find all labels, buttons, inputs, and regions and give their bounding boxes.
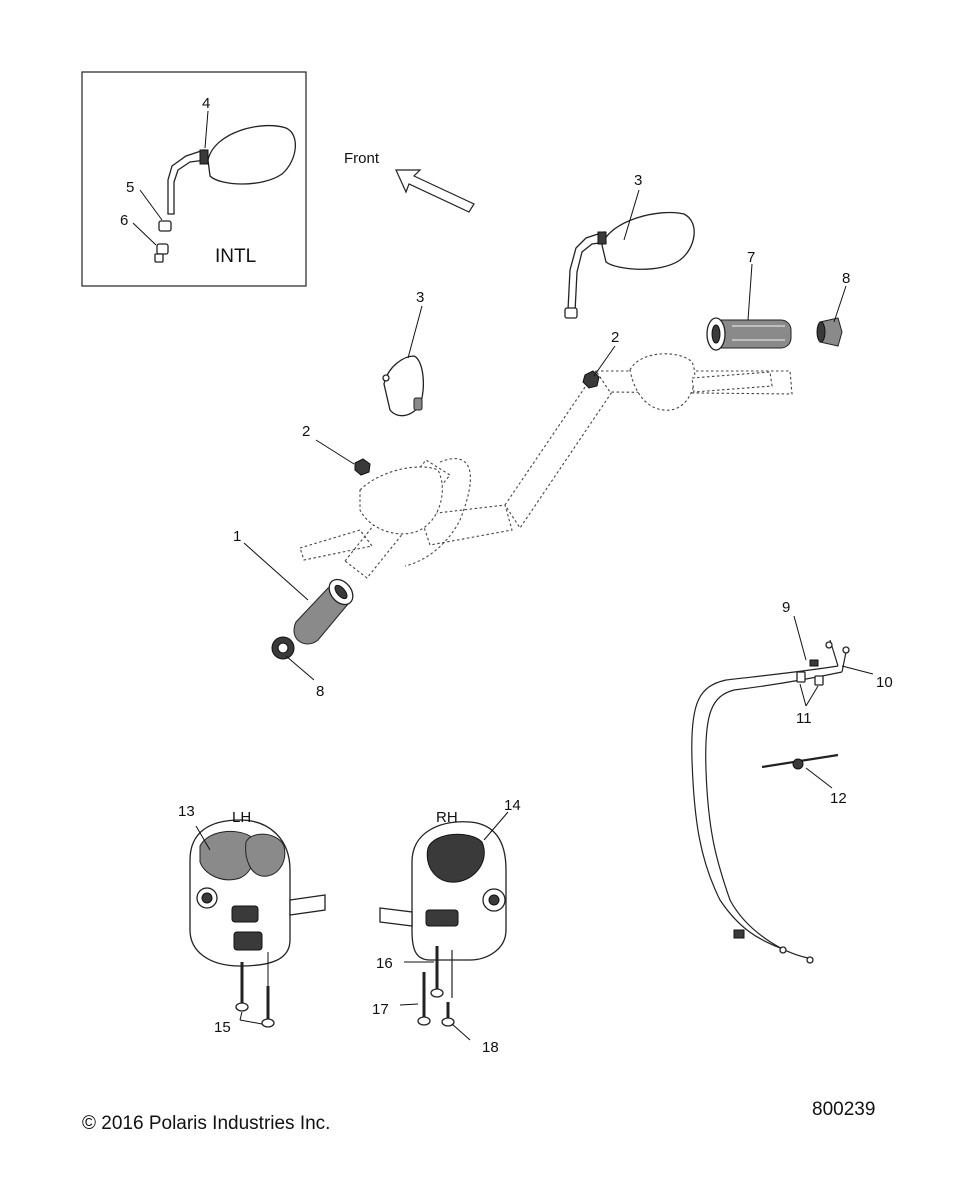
callout-11: 11 (796, 710, 812, 727)
callout-16: 16 (376, 955, 393, 972)
switch-housing-rh (379, 821, 507, 961)
callout-4: 4 (202, 95, 210, 112)
callout-14: 14 (504, 797, 521, 814)
grip-left (293, 578, 354, 645)
front-indicator: Front (344, 150, 475, 213)
inset-frame (81, 71, 307, 287)
inset-nut (158, 220, 172, 232)
callout-1: 1 (233, 528, 241, 545)
figure-number: 800239 (812, 1099, 875, 1120)
callout-10: 10 (876, 674, 893, 691)
callout-15: 15 (214, 1019, 231, 1036)
screws-rh (417, 946, 455, 1027)
callout-3-right: 3 (634, 172, 642, 189)
throttle-cables (691, 639, 850, 964)
callout-7: 7 (747, 249, 755, 266)
copyright-text: © 2016 Polaris Industries Inc. (82, 1113, 330, 1134)
front-arrow-icon (395, 169, 475, 213)
front-label: Front (344, 150, 380, 167)
handlebar-phantom (299, 353, 793, 579)
lh-label: LH (232, 809, 251, 826)
intl-inset: 4 5 6 INTL (81, 71, 307, 287)
inset-label: INTL (215, 246, 256, 267)
callout-5: 5 (126, 179, 134, 196)
callout-9: 9 (782, 599, 790, 616)
grip-right (706, 317, 792, 351)
callout-8-right: 8 (842, 270, 850, 287)
end-cap-right (816, 317, 843, 347)
cable-clips (796, 671, 824, 686)
callout-2-right: 2 (611, 329, 619, 346)
callout-3-left: 3 (416, 289, 424, 306)
callout-17: 17 (372, 1001, 389, 1018)
cable-tie (761, 753, 839, 770)
nut-left (354, 458, 371, 476)
callout-8-left: 8 (316, 683, 324, 700)
end-cap-left (271, 636, 295, 660)
callout-12: 12 (830, 790, 847, 807)
inset-adapter (154, 243, 169, 263)
inset-mirror (167, 124, 296, 215)
callout-6: 6 (120, 212, 128, 229)
mirror-left (382, 355, 425, 417)
switch-housing-lh (189, 819, 326, 986)
leader-lines (195, 189, 874, 1041)
callout-18: 18 (482, 1039, 499, 1056)
rh-label: RH (436, 809, 458, 826)
callout-13: 13 (178, 803, 195, 820)
callout-2-left: 2 (302, 423, 310, 440)
mirror-right (564, 211, 695, 319)
screws-lh (235, 962, 275, 1028)
